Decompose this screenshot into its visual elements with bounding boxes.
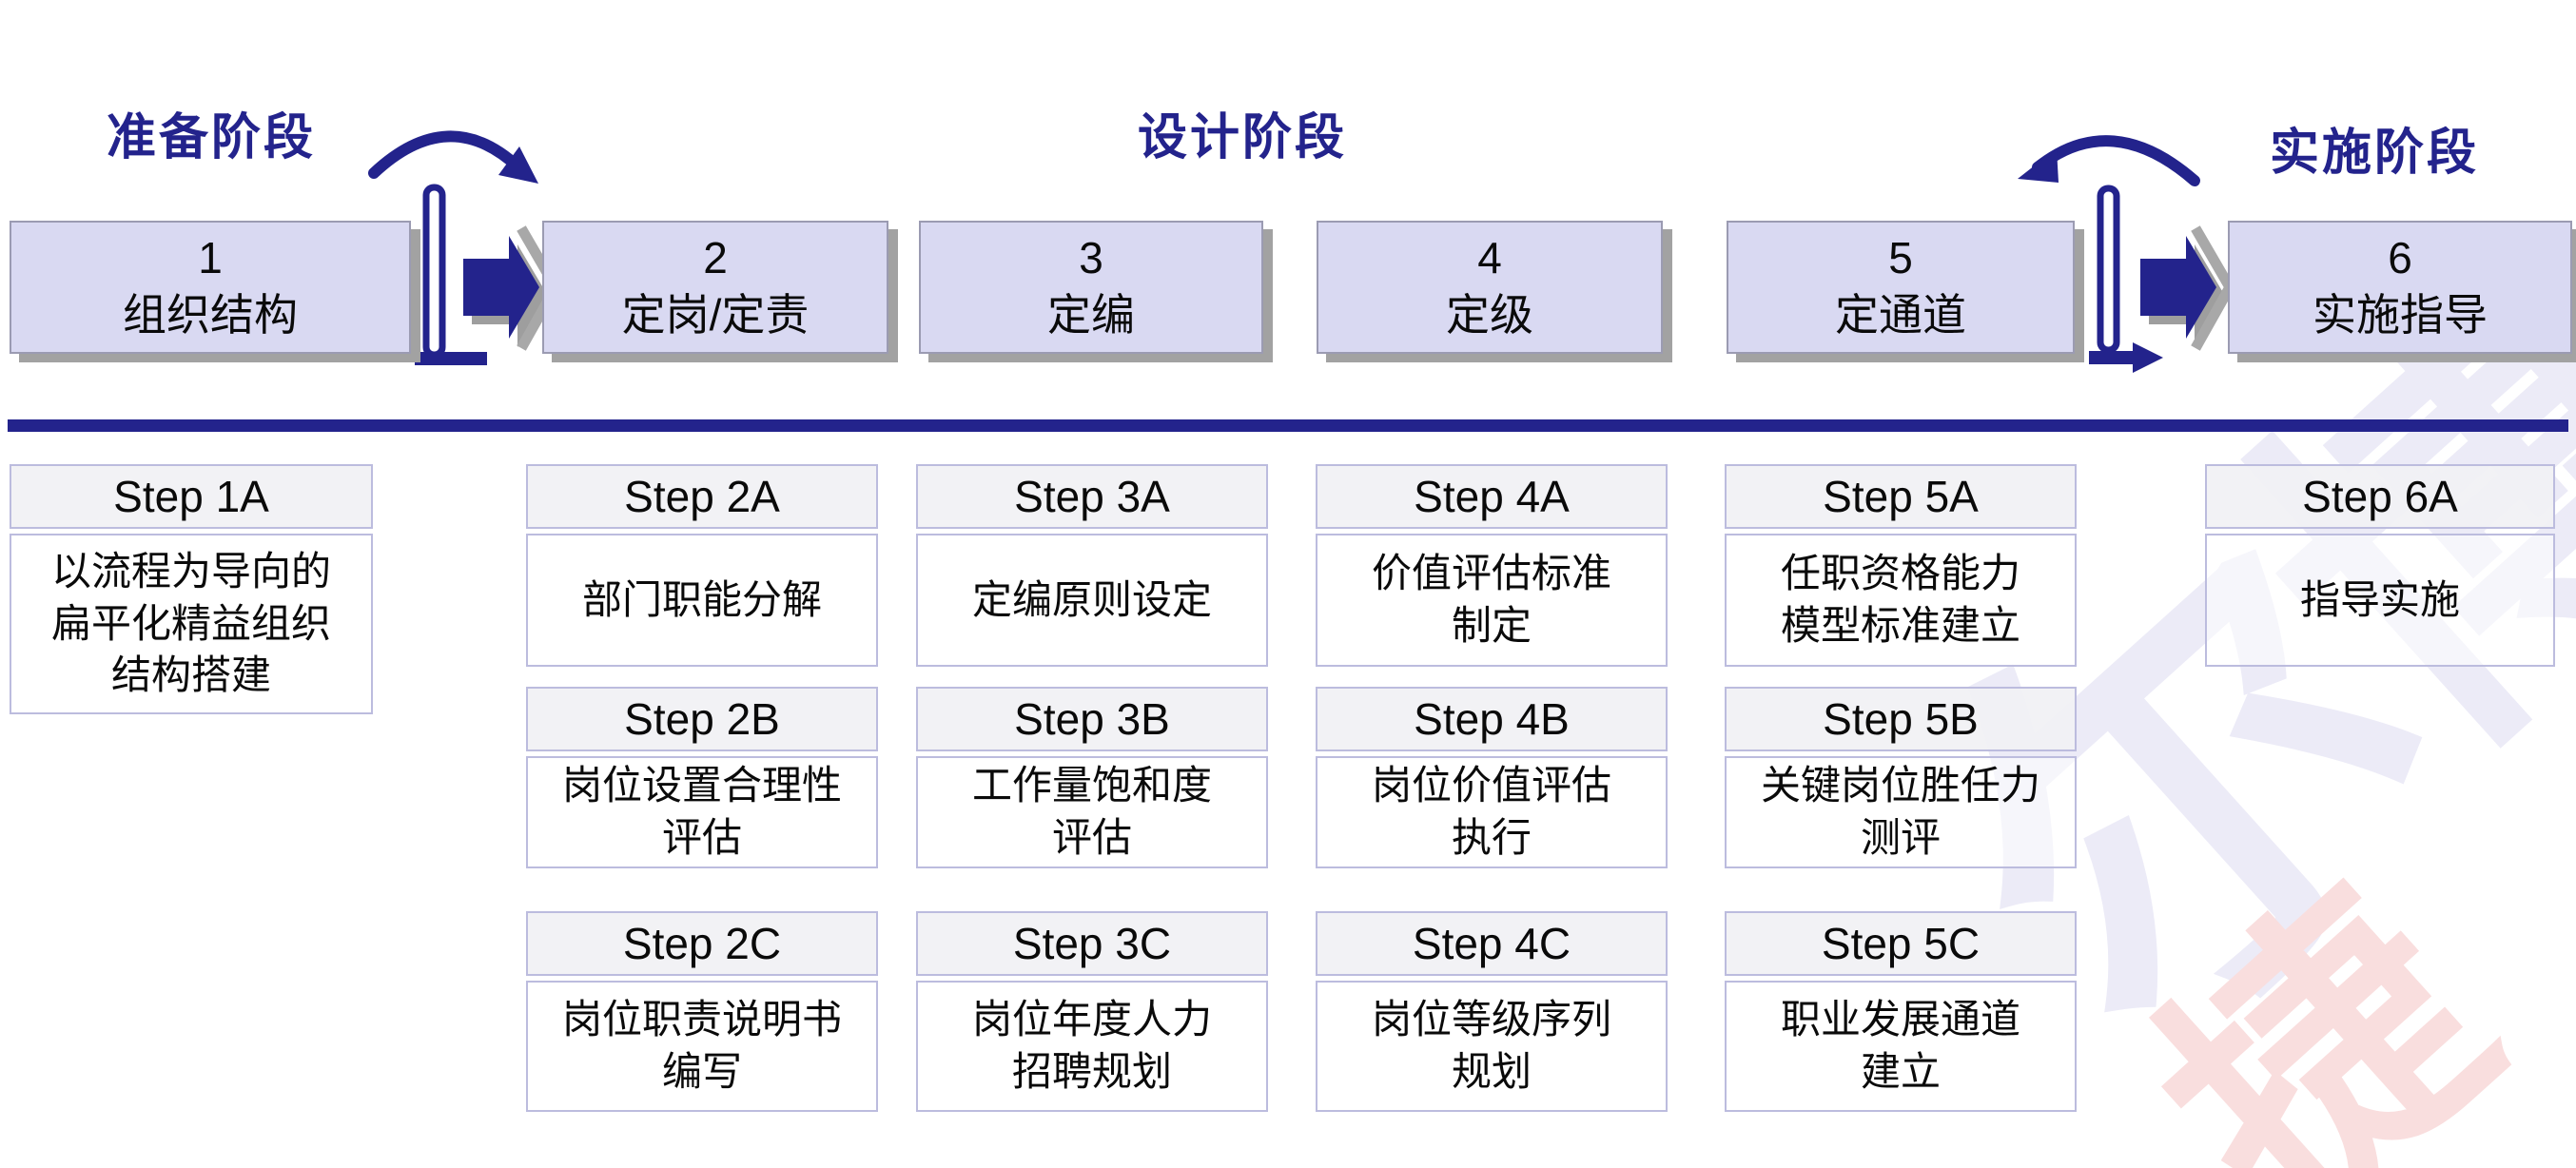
top-box-number: 3 bbox=[1079, 233, 1103, 283]
step-header-label: Step 4B bbox=[1414, 694, 1570, 744]
step-box-5a: Step 5A 任职资格能力 模型标准建立 bbox=[1725, 464, 2077, 667]
top-box-5: 5 定通道 bbox=[1727, 221, 2075, 354]
step-body-label: 岗位年度人力 招聘规划 bbox=[916, 981, 1268, 1112]
elbow-divider-1 bbox=[415, 184, 487, 365]
top-box-label: 组织结构 bbox=[123, 290, 298, 340]
block-arrow-icon bbox=[2140, 225, 2236, 351]
step-body-label: 指导实施 bbox=[2205, 534, 2555, 667]
step-box-5c: Step 5C 职业发展通道 建立 bbox=[1725, 911, 2077, 1112]
step-header-label: Step 6A bbox=[2302, 472, 2458, 521]
step-header-label: Step 2B bbox=[624, 694, 780, 744]
step-header-label: Step 5B bbox=[1823, 694, 1979, 744]
top-box-number: 4 bbox=[1477, 233, 1502, 283]
top-box-number: 6 bbox=[2388, 233, 2412, 283]
step-body-label: 岗位设置合理性 评估 bbox=[526, 756, 878, 868]
step-header: Step 2C bbox=[526, 911, 878, 976]
phase-title-implementation: 实施阶段 bbox=[2270, 126, 2480, 181]
step-box-1a: Step 1A 以流程为导向的 扁平化精益组织 结构搭建 bbox=[10, 464, 373, 714]
step-box-3c: Step 3C 岗位年度人力 招聘规划 bbox=[916, 911, 1268, 1112]
top-box-4: 4 定级 bbox=[1317, 221, 1663, 354]
curved-arrow-right-icon bbox=[368, 130, 538, 184]
step-header: Step 3C bbox=[916, 911, 1268, 976]
step-header: Step 5C bbox=[1725, 911, 2077, 976]
step-header-label: Step 1A bbox=[113, 472, 269, 521]
top-box-6: 6 实施指导 bbox=[2228, 221, 2572, 354]
top-box-label: 定岗/定责 bbox=[621, 290, 810, 340]
elbow-divider-2 bbox=[2089, 185, 2163, 373]
step-header: Step 1A bbox=[10, 464, 373, 529]
top-box-number: 2 bbox=[703, 233, 728, 283]
top-box-1: 1 组织结构 bbox=[10, 221, 411, 354]
phase-title-design: 设计阶段 bbox=[1138, 110, 1348, 165]
step-header: Step 4B bbox=[1316, 687, 1668, 751]
step-box-5b: Step 5B 关键岗位胜任力 测评 bbox=[1725, 687, 2077, 868]
step-header-label: Step 5A bbox=[1823, 472, 1979, 521]
top-box-label: 定通道 bbox=[1835, 290, 1966, 340]
step-body-label: 岗位等级序列 规划 bbox=[1316, 981, 1668, 1112]
step-box-4c: Step 4C 岗位等级序列 规划 bbox=[1316, 911, 1668, 1112]
step-box-2b: Step 2B 岗位设置合理性 评估 bbox=[526, 687, 878, 868]
step-header-label: Step 4C bbox=[1412, 919, 1571, 968]
step-header: Step 4C bbox=[1316, 911, 1668, 976]
top-box-label: 定级 bbox=[1446, 290, 1533, 340]
top-box-2: 2 定岗/定责 bbox=[542, 221, 888, 354]
top-box-number: 1 bbox=[198, 233, 223, 283]
step-header: Step 4A bbox=[1316, 464, 1668, 529]
step-box-4a: Step 4A 价值评估标准 制定 bbox=[1316, 464, 1668, 667]
step-body-label: 价值评估标准 制定 bbox=[1316, 534, 1668, 667]
step-header: Step 3B bbox=[916, 687, 1268, 751]
step-header-label: Step 4A bbox=[1414, 472, 1570, 521]
step-header-label: Step 5C bbox=[1821, 919, 1981, 968]
step-header: Step 2A bbox=[526, 464, 878, 529]
step-body-label: 关键岗位胜任力 测评 bbox=[1725, 756, 2077, 868]
step-header: Step 5B bbox=[1725, 687, 2077, 751]
top-box-3: 3 定编 bbox=[919, 221, 1263, 354]
step-body-label: 工作量饱和度 评估 bbox=[916, 756, 1268, 868]
step-header-label: Step 3C bbox=[1012, 919, 1172, 968]
phase-divider-line bbox=[8, 419, 2568, 432]
step-body-label: 岗位价值评估 执行 bbox=[1316, 756, 1668, 868]
step-header-label: Step 3A bbox=[1014, 472, 1170, 521]
step-body-label: 职业发展通道 建立 bbox=[1725, 981, 2077, 1112]
step-header: Step 6A bbox=[2205, 464, 2555, 529]
step-box-6a: Step 6A 指导实施 bbox=[2205, 464, 2555, 667]
step-header-label: Step 2C bbox=[622, 919, 782, 968]
step-box-3b: Step 3B 工作量饱和度 评估 bbox=[916, 687, 1268, 868]
step-body-label: 任职资格能力 模型标准建立 bbox=[1725, 534, 2077, 667]
step-header-label: Step 2A bbox=[624, 472, 780, 521]
step-body-label: 部门职能分解 bbox=[526, 534, 878, 667]
step-box-4b: Step 4B 岗位价值评估 执行 bbox=[1316, 687, 1668, 868]
step-body-label: 以流程为导向的 扁平化精益组织 结构搭建 bbox=[10, 534, 373, 714]
step-body-label: 岗位职责说明书 编写 bbox=[526, 981, 878, 1112]
block-arrow-icon bbox=[463, 225, 562, 351]
top-box-label: 定编 bbox=[1047, 290, 1135, 340]
phase-title-preparation: 准备阶段 bbox=[107, 110, 317, 165]
step-header: Step 5A bbox=[1725, 464, 2077, 529]
top-box-number: 5 bbox=[1888, 233, 1913, 283]
curved-arrow-left-icon bbox=[2018, 135, 2200, 186]
step-header: Step 2B bbox=[526, 687, 878, 751]
step-header: Step 3A bbox=[916, 464, 1268, 529]
top-box-label: 实施指导 bbox=[2313, 290, 2488, 340]
step-box-3a: Step 3A 定编原则设定 bbox=[916, 464, 1268, 667]
step-box-2a: Step 2A 部门职能分解 bbox=[526, 464, 878, 667]
step-header-label: Step 3B bbox=[1014, 694, 1170, 744]
step-body-label: 定编原则设定 bbox=[916, 534, 1268, 667]
step-box-2c: Step 2C 岗位职责说明书 编写 bbox=[526, 911, 878, 1112]
